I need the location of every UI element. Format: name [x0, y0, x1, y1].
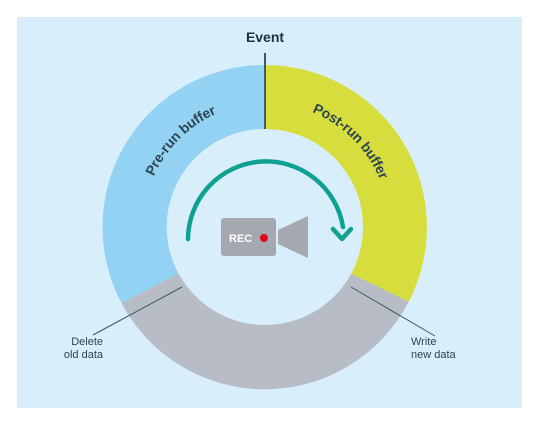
delete-label-line2: old data	[64, 349, 104, 361]
rec-dot	[260, 234, 268, 242]
rec-label: REC	[229, 233, 252, 245]
video-camera-icon: REC	[221, 216, 308, 258]
delete-leader-line	[92, 286, 183, 336]
pre-run-ring-segment	[102, 64, 266, 303]
curved-arrow-icon	[185, 159, 354, 242]
idle-ring-segment	[121, 272, 409, 390]
write-leader-line	[350, 286, 436, 337]
write-label-line1: Write	[411, 336, 436, 348]
event-label: Event	[246, 29, 284, 45]
delete-label-line1: Delete	[71, 336, 103, 348]
write-label-line2: new data	[411, 349, 457, 361]
post-run-ring-segment	[265, 65, 427, 302]
